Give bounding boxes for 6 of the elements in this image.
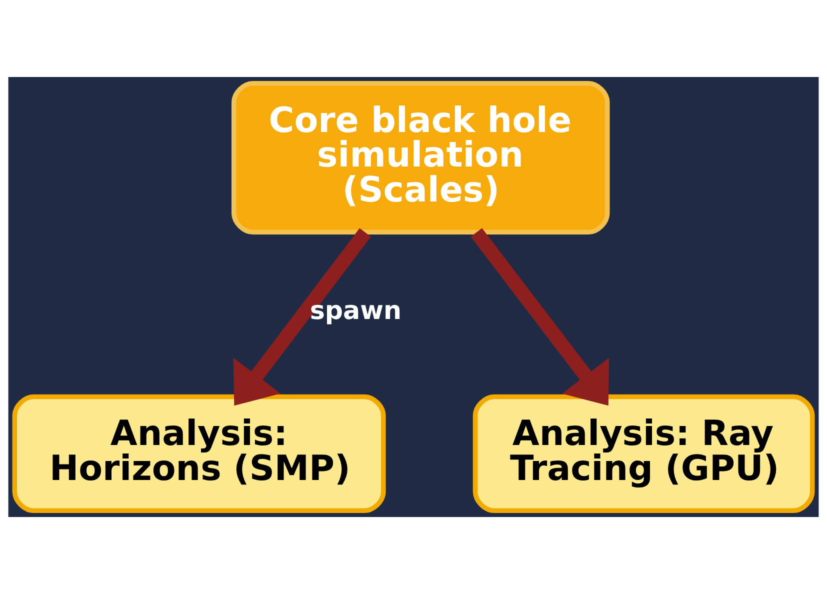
node-box: Analysis: Horizons (SMP) <box>12 394 386 513</box>
arrow <box>470 228 610 406</box>
edge-label: spawn <box>310 294 402 324</box>
arrow <box>233 228 371 406</box>
node-box: Analysis: Ray Tracing (GPU) <box>472 394 815 513</box>
node-box: Core black hole simulation (Scales) <box>231 80 610 234</box>
